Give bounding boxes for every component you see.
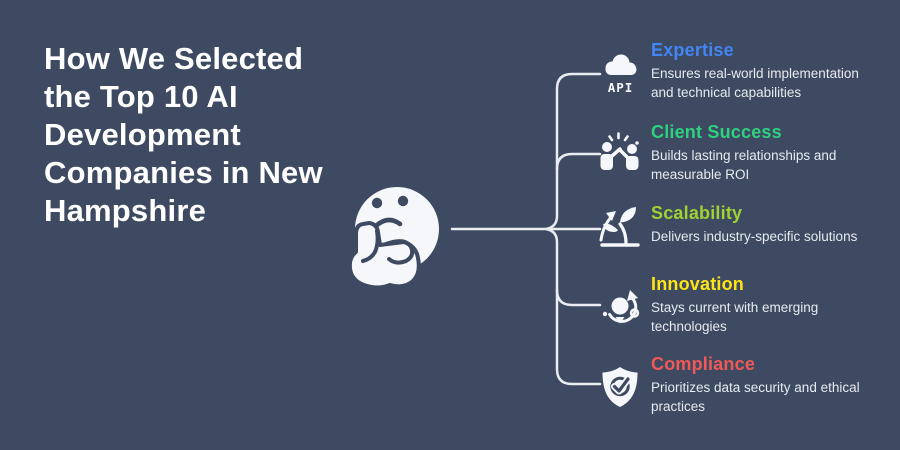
criterion-label: Scalability: [651, 203, 743, 223]
title-line: Hampshire: [44, 193, 207, 228]
idea-refresh-icon: [596, 282, 644, 330]
criterion-description: Ensures real-world implementation and te…: [651, 66, 859, 100]
title-line: the Top 10 AI: [44, 79, 238, 114]
thinking-face-emoji: [347, 187, 439, 290]
emoji-eye: [397, 195, 409, 207]
criterion-description: Stays current with emerging technologies: [651, 300, 819, 334]
team-success-icon: [596, 129, 644, 177]
criterion-expertise: Expertise Ensures real-world implementat…: [651, 38, 891, 102]
title-line: Development: [44, 117, 241, 152]
cloud-api-icon: API: [596, 48, 644, 96]
emoji-frown: [373, 217, 403, 229]
criterion-label: Innovation: [651, 274, 744, 294]
criterion-description: Prioritizes data security and ethical pr…: [651, 380, 860, 414]
title-line: How We Selected: [44, 41, 304, 76]
criterion-client-success: Client Success Builds lasting relationsh…: [651, 120, 891, 184]
criterion-innovation: Innovation Stays current with emerging t…: [651, 272, 891, 336]
title-line: Companies in New: [44, 155, 323, 190]
growth-sprout-icon: [596, 205, 644, 253]
criterion-label: Compliance: [651, 354, 756, 374]
criterion-description: Delivers industry-specific solutions: [651, 229, 858, 244]
criterion-scalability: Scalability Delivers industry-specific s…: [651, 201, 891, 247]
criterion-label: Client Success: [651, 122, 782, 142]
emoji-eye: [371, 197, 383, 209]
criterion-description: Builds lasting relationships and measura…: [651, 148, 837, 182]
criterion-compliance: Compliance Prioritizes data security and…: [651, 352, 891, 416]
api-label: API: [608, 80, 634, 95]
page-title: How We Selected the Top 10 AI Developmen…: [44, 40, 323, 230]
criterion-label: Expertise: [651, 40, 734, 60]
shield-check-icon: [596, 363, 644, 411]
